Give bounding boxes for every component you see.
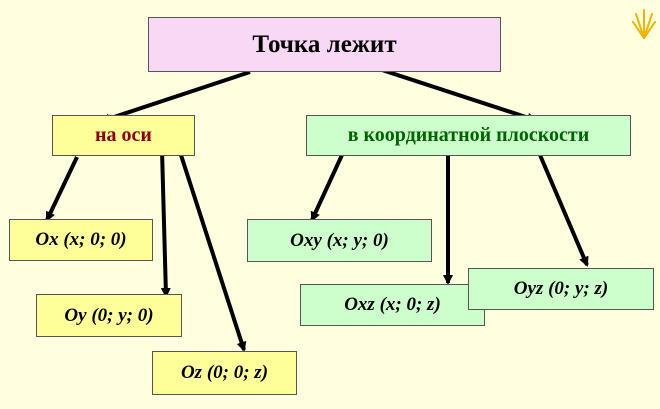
leaf-oyz: Oyz (0; y; z) [468,268,654,310]
arrow-axis-to-oz [178,151,247,352]
arrow-plane-to-oyz [538,154,589,267]
root-label: Точка лежит [252,30,397,58]
leaf-oxy: Oxy (x; y; 0) [247,219,432,262]
leaf-oy: Oy (0; y; 0) [36,294,182,337]
arrow-axis-to-oy [160,149,171,298]
branch-axis: на оси [52,115,195,156]
leaf-oy-label: Oy (0; y; 0) [64,304,154,326]
arrow-root-to-axis [100,70,251,124]
branch-plane-label: в координатной плоскости [347,124,590,146]
branch-plane: в координатной плоскости [306,115,631,156]
root-node: Точка лежит [148,17,501,72]
leaf-oxy-label: Oxy (x; y; 0) [290,229,389,251]
leaf-oz: Oz (0; 0; z) [152,351,297,395]
leaf-oxz-label: Oxz (x; 0; z) [344,294,441,315]
leaf-ox: Ox (x; 0; 0) [9,219,153,261]
sunburst-logo-icon [632,9,656,39]
leaf-oxz: Oxz (x; 0; z) [300,284,485,326]
leaf-oz-label: Oz (0; 0; z) [180,362,269,383]
branch-axis-label: на оси [95,124,152,146]
leaf-oyz-label: Oyz (0; y; z) [513,278,609,299]
arrow-root-to-plane [369,64,537,123]
leaf-ox-label: Ox (x; 0; 0) [35,229,127,250]
arrow-plane-to-oxy [310,154,344,222]
arrow-axis-to-ox [45,156,79,222]
